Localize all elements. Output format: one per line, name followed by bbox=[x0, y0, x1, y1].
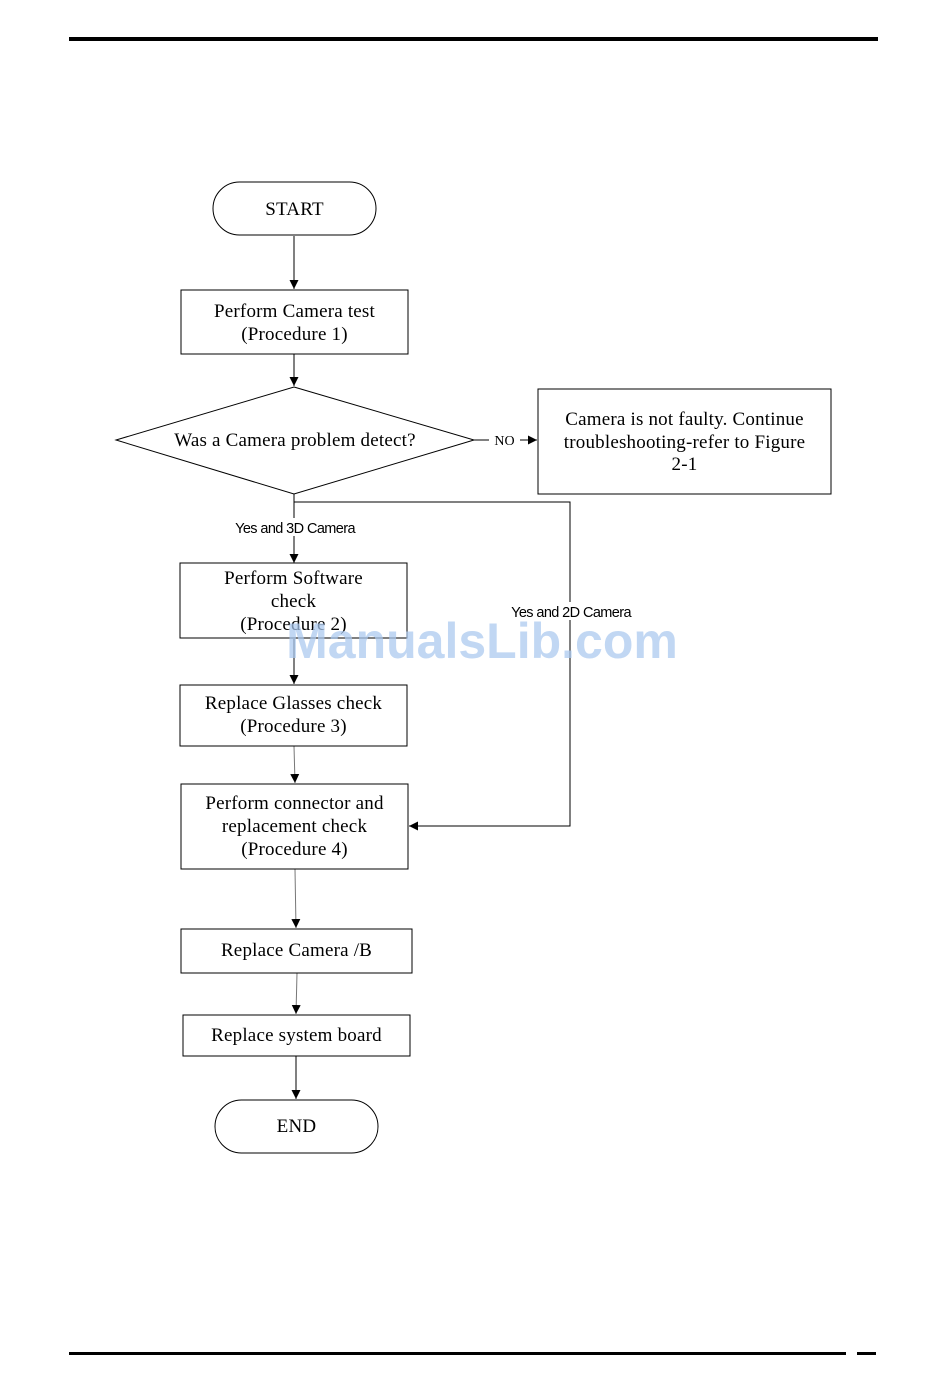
decision-label: Was a Camera problem detect? bbox=[174, 430, 415, 451]
start-terminal: START bbox=[212, 181, 377, 236]
yes-2d-edge-label: Yes and 2D Camera bbox=[511, 605, 632, 621]
no-label-bg bbox=[489, 431, 520, 448]
not-faulty-line-3: 2-1 bbox=[672, 454, 698, 475]
camera-test-line-2: (Procedure 1) bbox=[241, 324, 348, 345]
yes-3d-label-bg bbox=[220, 518, 370, 536]
footer-page-mark bbox=[857, 1352, 876, 1355]
glasses-check-line-2: (Procedure 3) bbox=[240, 716, 347, 737]
software-check-line-3: (Procedure 2) bbox=[240, 614, 347, 635]
edge-glasses-to-connector bbox=[290, 745, 300, 784]
yes-3d-edge-label: Yes and 3D Camera bbox=[235, 521, 356, 537]
camera-test-process: Perform Camera test (Procedure 1) bbox=[180, 289, 409, 355]
camera-problem-decision: Was a Camera problem detect? bbox=[114, 386, 476, 495]
software-check-line-2: check bbox=[271, 591, 317, 612]
start-label: START bbox=[265, 199, 324, 220]
end-label: END bbox=[277, 1116, 317, 1137]
yes-2d-label-bg bbox=[497, 602, 645, 620]
edge-camera-to-board bbox=[291, 972, 301, 1015]
footer-rule bbox=[69, 1352, 846, 1355]
software-check-line-1: Perform Software bbox=[224, 568, 363, 589]
software-check-process: Perform Software check (Procedure 2) bbox=[179, 562, 408, 639]
not-faulty-line-2: troubleshooting-refer to Figure bbox=[564, 432, 806, 453]
glasses-check-process: Replace Glasses check (Procedure 3) bbox=[179, 684, 408, 747]
connector-check-process: Perform connector and replacement check … bbox=[180, 783, 409, 870]
manualslib-watermark: ManualsLib.com bbox=[286, 613, 678, 669]
replace-board-label: Replace system board bbox=[211, 1025, 382, 1046]
replace-camera-label: Replace Camera /B bbox=[221, 940, 372, 961]
header-rule bbox=[69, 37, 878, 41]
edge-decision-to-connector-2d bbox=[294, 501, 571, 831]
connector-check-line-1: Perform connector and bbox=[205, 793, 384, 814]
connector-check-line-2: replacement check bbox=[222, 816, 368, 837]
not-faulty-process: Camera is not faulty. Continue troublesh… bbox=[537, 388, 832, 495]
camera-test-line-1: Perform Camera test bbox=[214, 301, 376, 322]
connector-check-line-3: (Procedure 4) bbox=[241, 839, 348, 860]
no-edge-label: NO bbox=[494, 434, 514, 449]
replace-camera-process: Replace Camera /B bbox=[180, 928, 413, 974]
edge-connector-to-camera bbox=[291, 868, 301, 929]
glasses-check-line-1: Replace Glasses check bbox=[205, 693, 383, 714]
replace-board-process: Replace system board bbox=[182, 1014, 411, 1057]
end-terminal: END bbox=[214, 1099, 379, 1154]
not-faulty-line-1: Camera is not faulty. Continue bbox=[565, 409, 804, 430]
